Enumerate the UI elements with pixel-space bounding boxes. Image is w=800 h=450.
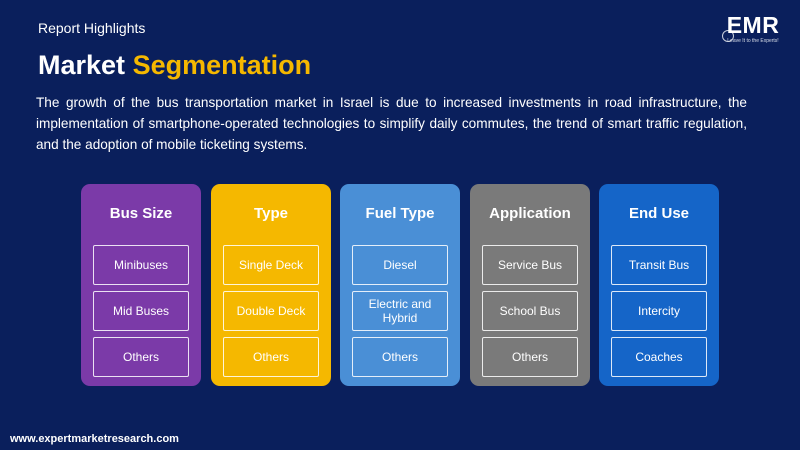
- report-highlights-label: Report Highlights: [38, 20, 146, 36]
- description-text: The growth of the bus transportation mar…: [36, 95, 747, 152]
- segment-title: Bus Size: [109, 205, 173, 222]
- logo-tagline: Leave It to the Experts!: [727, 38, 779, 44]
- segment-item: Diesel: [352, 245, 448, 285]
- segment-item: Electric and Hybrid: [352, 291, 448, 331]
- segment-card-end-use: End Use Transit Bus Intercity Coaches: [599, 184, 719, 386]
- logo-text: EMR: [726, 12, 780, 38]
- segment-card-type: Type Single Deck Double Deck Others: [211, 184, 331, 386]
- segment-item: Single Deck: [223, 245, 319, 285]
- segment-card-fuel-type: Fuel Type Diesel Electric and Hybrid Oth…: [340, 184, 460, 386]
- segment-item: School Bus: [482, 291, 578, 331]
- segment-item: Mid Buses: [93, 291, 189, 331]
- segment-item: Others: [93, 337, 189, 377]
- segment-card-application: Application Service Bus School Bus Other…: [470, 184, 590, 386]
- segment-title: Application: [489, 205, 571, 222]
- segment-item: Intercity: [611, 291, 707, 331]
- page-title: Market Segmentation: [38, 50, 311, 81]
- globe-icon: [722, 30, 734, 42]
- segment-item: Others: [482, 337, 578, 377]
- segment-item: Service Bus: [482, 245, 578, 285]
- title-part-market: Market: [38, 50, 126, 80]
- segment-item: Minibuses: [93, 245, 189, 285]
- segment-item: Others: [223, 337, 319, 377]
- segment-title: Fuel Type: [365, 205, 435, 222]
- segment-title: Type: [254, 205, 288, 222]
- title-part-segmentation: Segmentation: [132, 50, 312, 80]
- segment-item: Transit Bus: [611, 245, 707, 285]
- emr-logo: EMR Leave It to the Experts!: [722, 12, 784, 46]
- segment-card-bus-size: Bus Size Minibuses Mid Buses Others: [81, 184, 201, 386]
- segment-item: Double Deck: [223, 291, 319, 331]
- segment-item: Coaches: [611, 337, 707, 377]
- segment-title: End Use: [628, 205, 689, 222]
- segment-item: Others: [352, 337, 448, 377]
- footer-website-url: www.expertmarketresearch.com: [10, 433, 179, 445]
